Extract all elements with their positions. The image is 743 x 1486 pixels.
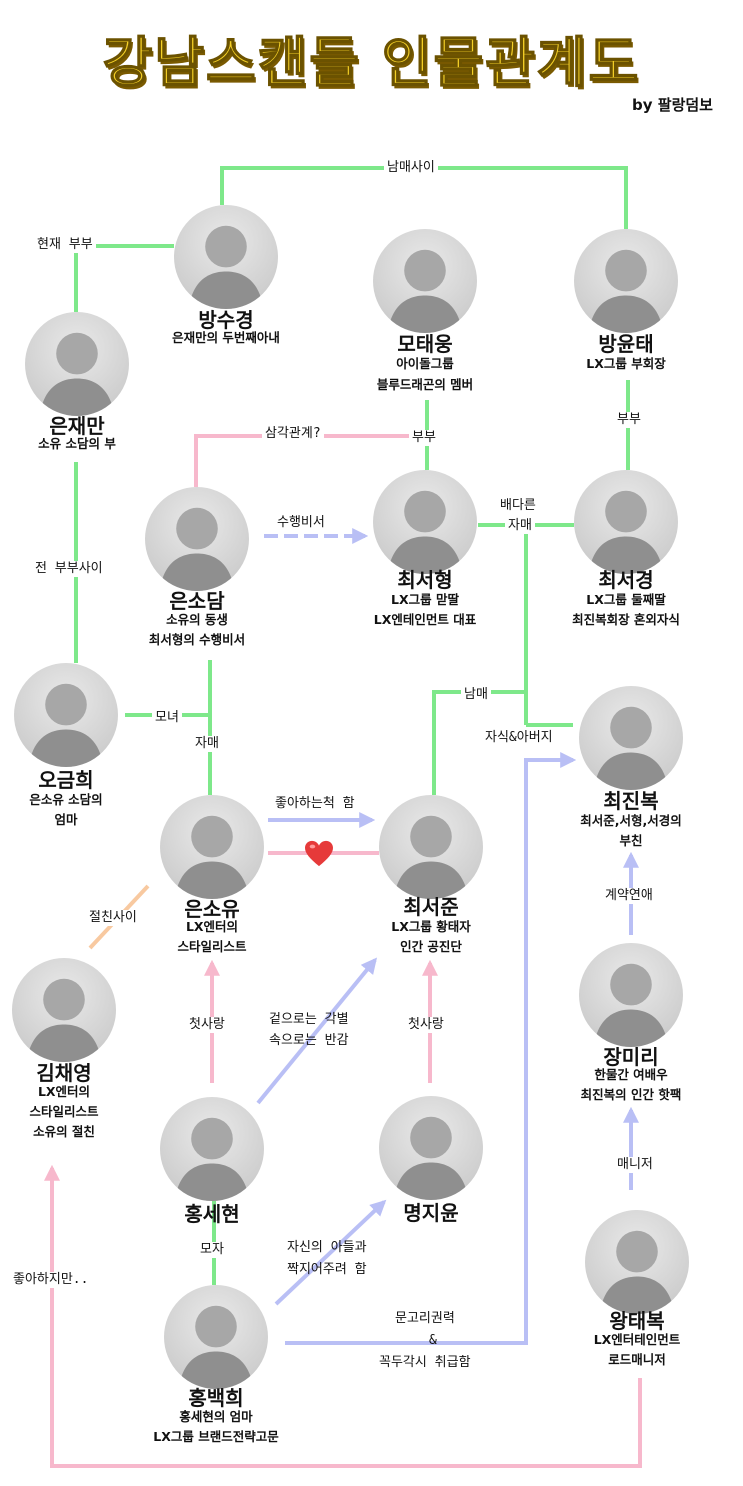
avatar-choi-seohyeong xyxy=(373,470,477,574)
label-first-love-sehyeon: 첫사랑 xyxy=(186,1017,228,1033)
desc-eun-jaeman-1: 소유 소담의 부 xyxy=(0,434,197,453)
desc-eun-soyu-1: LX엔터의 xyxy=(92,917,332,936)
label-mother-daughter: 모녀 xyxy=(152,710,182,726)
relation-line-20 xyxy=(258,960,375,1103)
label-couple-mo: 부부 xyxy=(409,430,439,446)
avatar-bang-sugyeong xyxy=(174,205,278,309)
avatar-eun-jaeman xyxy=(25,312,129,416)
label-child-father: 자식&아버지 xyxy=(482,730,556,746)
label-current-couple: 현재 부부 xyxy=(34,237,96,253)
label-matchmaking-1: 자신의 아들과 xyxy=(284,1240,370,1256)
label-crony-1: 문고리권력 xyxy=(392,1311,458,1327)
label-crony-3: 꼭두각시 취급함 xyxy=(376,1355,474,1371)
desc-eun-sodam-2: 최서형의 수행비서 xyxy=(77,630,317,649)
desc-kim-chaeyeong-1: LX엔터의 xyxy=(0,1082,184,1101)
label-siblings-top: 남매사이 xyxy=(384,160,438,176)
avatar-choi-seogyeong xyxy=(574,470,678,574)
label-likes-but: 좋아하지만.. xyxy=(10,1272,91,1288)
desc-hong-baekhui-2: LX그룹 브랜드전략고문 xyxy=(96,1427,336,1446)
label-outside-inside-2: 속으로는 반감 xyxy=(266,1033,352,1049)
desc-wang-taebok-1: LX엔터테인먼트 xyxy=(517,1330,743,1349)
avatar-choi-seojun xyxy=(379,795,483,899)
name-choi-jinbok: 최진복 xyxy=(511,785,743,814)
relation-line-1 xyxy=(222,168,626,229)
name-bang-yuntae: 방윤태 xyxy=(506,328,743,357)
label-outside-inside-1: 겉으로는 각별 xyxy=(266,1012,352,1028)
avatar-eun-soyu xyxy=(160,795,264,899)
avatar-wang-taebok xyxy=(585,1210,689,1314)
avatar-bang-yuntae xyxy=(574,229,678,333)
desc-mo-taeung-2: 블루드래곤의 멤버 xyxy=(305,375,545,394)
relation-line-2 xyxy=(76,246,174,312)
desc-bang-yuntae-1: LX그룹 부회장 xyxy=(506,354,743,373)
avatar-jang-miri xyxy=(579,943,683,1047)
label-manager: 매니저 xyxy=(614,1157,656,1173)
avatar-hong-baekhui xyxy=(164,1285,268,1389)
name-choi-seogyeong: 최서경 xyxy=(506,564,743,593)
label-crony-2: & xyxy=(426,1333,440,1349)
desc-jang-miri-1: 한물간 여배우 xyxy=(511,1065,743,1084)
desc-choi-jinbok-2: 부친 xyxy=(511,831,743,850)
desc-oh-geumhui-2: 엄마 xyxy=(0,810,186,829)
avatar-kim-chaeyeong xyxy=(12,958,116,1062)
label-mother-son: 모자 xyxy=(197,1242,227,1258)
desc-jang-miri-2: 최진복의 인간 핫팩 xyxy=(511,1085,743,1104)
label-pretend-like: 좋아하는척 함 xyxy=(272,796,358,812)
desc-choi-seojun-2: 인간 공진단 xyxy=(311,937,551,956)
avatar-hong-sehyeon xyxy=(160,1097,264,1201)
label-ex-couple: 전 부부사이 xyxy=(32,561,106,577)
byline: by 팔랑덤보 xyxy=(632,94,713,115)
label-matchmaking-2: 짝지어주려 함 xyxy=(284,1262,370,1278)
avatar-choi-jinbok xyxy=(579,686,683,790)
name-hong-sehyeon: 홍세현 xyxy=(92,1198,332,1227)
desc-oh-geumhui-1: 은소유 소담의 xyxy=(0,790,186,809)
desc-choi-seogyeong-2: 최진복회장 혼외자식 xyxy=(506,610,743,629)
label-secretary: 수행비서 xyxy=(274,515,328,531)
diagram-title: 강남스캔들 인물관계도 xyxy=(0,18,743,97)
label-first-love-jiyun: 첫사랑 xyxy=(405,1017,447,1033)
desc-choi-jinbok-1: 최서준,서형,서경의 xyxy=(511,811,743,830)
avatar-oh-geumhui xyxy=(14,663,118,767)
heart-icon xyxy=(304,840,334,868)
desc-eun-soyu-2: 스타일리스트 xyxy=(92,937,332,956)
label-siblings-choi: 남매 xyxy=(461,687,491,703)
desc-choi-seojun-1: LX그룹 황태자 xyxy=(311,917,551,936)
avatar-mo-taeung xyxy=(373,229,477,333)
name-choi-seojun: 최서준 xyxy=(311,891,551,920)
name-myeong-jiyun: 명지윤 xyxy=(311,1197,551,1226)
label-half-sisters-2: 자매 xyxy=(505,518,535,534)
label-sisters: 자매 xyxy=(192,736,222,752)
desc-kim-chaeyeong-2: 스타일리스트 xyxy=(0,1102,184,1121)
avatar-eun-sodam xyxy=(145,487,249,591)
desc-choi-seogyeong-1: LX그룹 둘째딸 xyxy=(506,590,743,609)
label-triangle: 삼각관계? xyxy=(262,426,324,442)
avatar-myeong-jiyun xyxy=(379,1096,483,1200)
label-half-sisters-1: 배다른 xyxy=(497,498,539,514)
desc-kim-chaeyeong-3: 소유의 절친 xyxy=(0,1122,184,1141)
desc-wang-taebok-2: 로드매니저 xyxy=(517,1350,743,1369)
desc-eun-sodam-1: 소유의 동생 xyxy=(77,610,317,629)
name-oh-geumhui: 오금희 xyxy=(0,764,186,793)
desc-hong-baekhui-1: 홍세현의 엄마 xyxy=(96,1407,336,1426)
label-contract-dating: 계약연애 xyxy=(602,888,656,904)
label-couple-bang: 부부 xyxy=(614,412,644,428)
